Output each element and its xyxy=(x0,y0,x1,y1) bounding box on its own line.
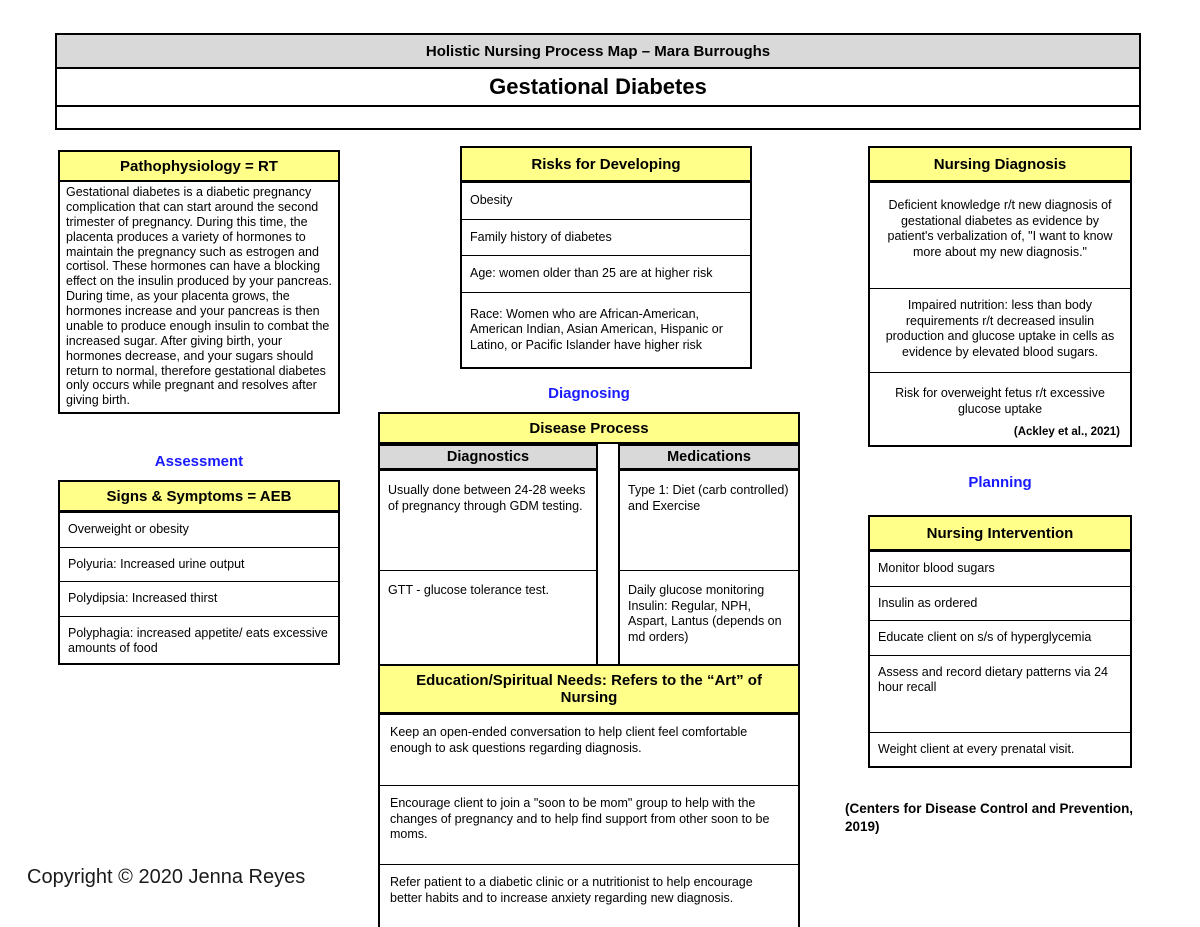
nursing-intervention-row: Monitor blood sugars xyxy=(870,551,1130,586)
nursing-intervention-row: Educate client on s/s of hyperglycemia xyxy=(870,620,1130,655)
nursing-diagnosis-row: Risk for overweight fetus r/t excessive … xyxy=(870,372,1130,445)
ackley-citation: (Ackley et al., 2021) xyxy=(1013,426,1120,438)
risks-box: Risks for Developing Obesity Family hist… xyxy=(460,146,752,369)
nursing-diagnosis-box: Nursing Diagnosis Deficient knowledge r/… xyxy=(868,146,1132,448)
header-empty-row xyxy=(57,107,1139,128)
planning-label: Planning xyxy=(968,474,1032,491)
signs-symptoms-row: Polydipsia: Increased thirst xyxy=(60,581,338,616)
education-box: Education/Spiritual Needs: Refers to the… xyxy=(378,664,800,927)
signs-symptoms-row: Polyuria: Increased urine output xyxy=(60,546,338,582)
risks-title: Risks for Developing xyxy=(462,148,750,182)
signs-symptoms-row: Polyphagia: increased appetite/ eats exc… xyxy=(60,615,338,663)
diagnostics-cell: Usually done between 24-28 weeks of preg… xyxy=(380,470,596,570)
risk-row: Age: women older than 25 are at higher r… xyxy=(462,255,750,292)
risk-row: Race: Women who are African-American, Am… xyxy=(462,291,750,368)
risk-row: Family history of diabetes xyxy=(462,218,750,256)
signs-symptoms-row: Overweight or obesity xyxy=(60,512,338,547)
education-row: Encourage client to join a "soon to be m… xyxy=(380,785,798,864)
header-table: Holistic Nursing Process Map – Mara Burr… xyxy=(55,33,1141,130)
nursing-diagnosis-title: Nursing Diagnosis xyxy=(870,148,1130,182)
nursing-intervention-row: Insulin as ordered xyxy=(870,585,1130,621)
pathophysiology-title: Pathophysiology = RT xyxy=(60,152,338,182)
diagnostics-cell: GTT - glucose tolerance test. xyxy=(380,570,596,688)
nursing-intervention-row: Assess and record dietary patterns via 2… xyxy=(870,654,1130,732)
education-title: Education/Spiritual Needs: Refers to the… xyxy=(380,666,798,714)
cdc-citation: (Centers for Disease Control and Prevent… xyxy=(845,801,1134,835)
nursing-diagnosis-row-text: Risk for overweight fetus r/t excessive … xyxy=(895,386,1105,416)
assessment-label: Assessment xyxy=(154,453,244,470)
disease-process-header: Disease Process xyxy=(378,412,800,444)
medications-table: Medications Type 1: Diet (carb controlle… xyxy=(618,444,800,690)
page-title: Gestational Diabetes xyxy=(57,69,1139,107)
nursing-intervention-box: Nursing Intervention Monitor blood sugar… xyxy=(868,515,1132,768)
medications-cell: Daily glucose monitoring Insulin: Regula… xyxy=(620,570,798,688)
medications-title: Medications xyxy=(620,446,798,470)
diagnostics-title: Diagnostics xyxy=(380,446,596,470)
diagnostics-table: Diagnostics Usually done between 24-28 w… xyxy=(378,444,598,690)
signs-symptoms-title: Signs & Symptoms = AEB xyxy=(60,482,338,512)
medications-cell: Type 1: Diet (carb controlled) and Exerc… xyxy=(620,470,798,570)
education-row: Keep an open-ended conversation to help … xyxy=(380,714,798,785)
signs-symptoms-box: Signs & Symptoms = AEB Overweight or obe… xyxy=(58,480,340,665)
nursing-diagnosis-row: Impaired nutrition: less than body requi… xyxy=(870,288,1130,372)
education-row: Refer patient to a diabetic clinic or a … xyxy=(380,864,798,927)
nursing-diagnosis-row: Deficient knowledge r/t new diagnosis of… xyxy=(870,182,1130,288)
risk-row: Obesity xyxy=(462,182,750,219)
pathophysiology-box: Pathophysiology = RT Gestational diabete… xyxy=(58,150,340,415)
map-subtitle: Holistic Nursing Process Map – Mara Burr… xyxy=(57,35,1139,69)
pathophysiology-text: Gestational diabetes is a diabetic pregn… xyxy=(66,185,332,408)
diagnosing-label: Diagnosing xyxy=(548,385,630,402)
copyright-text: Copyright © 2020 Jenna Reyes xyxy=(27,866,306,888)
nursing-intervention-title: Nursing Intervention xyxy=(870,517,1130,551)
nursing-intervention-row: Weight client at every prenatal visit. xyxy=(870,731,1130,767)
